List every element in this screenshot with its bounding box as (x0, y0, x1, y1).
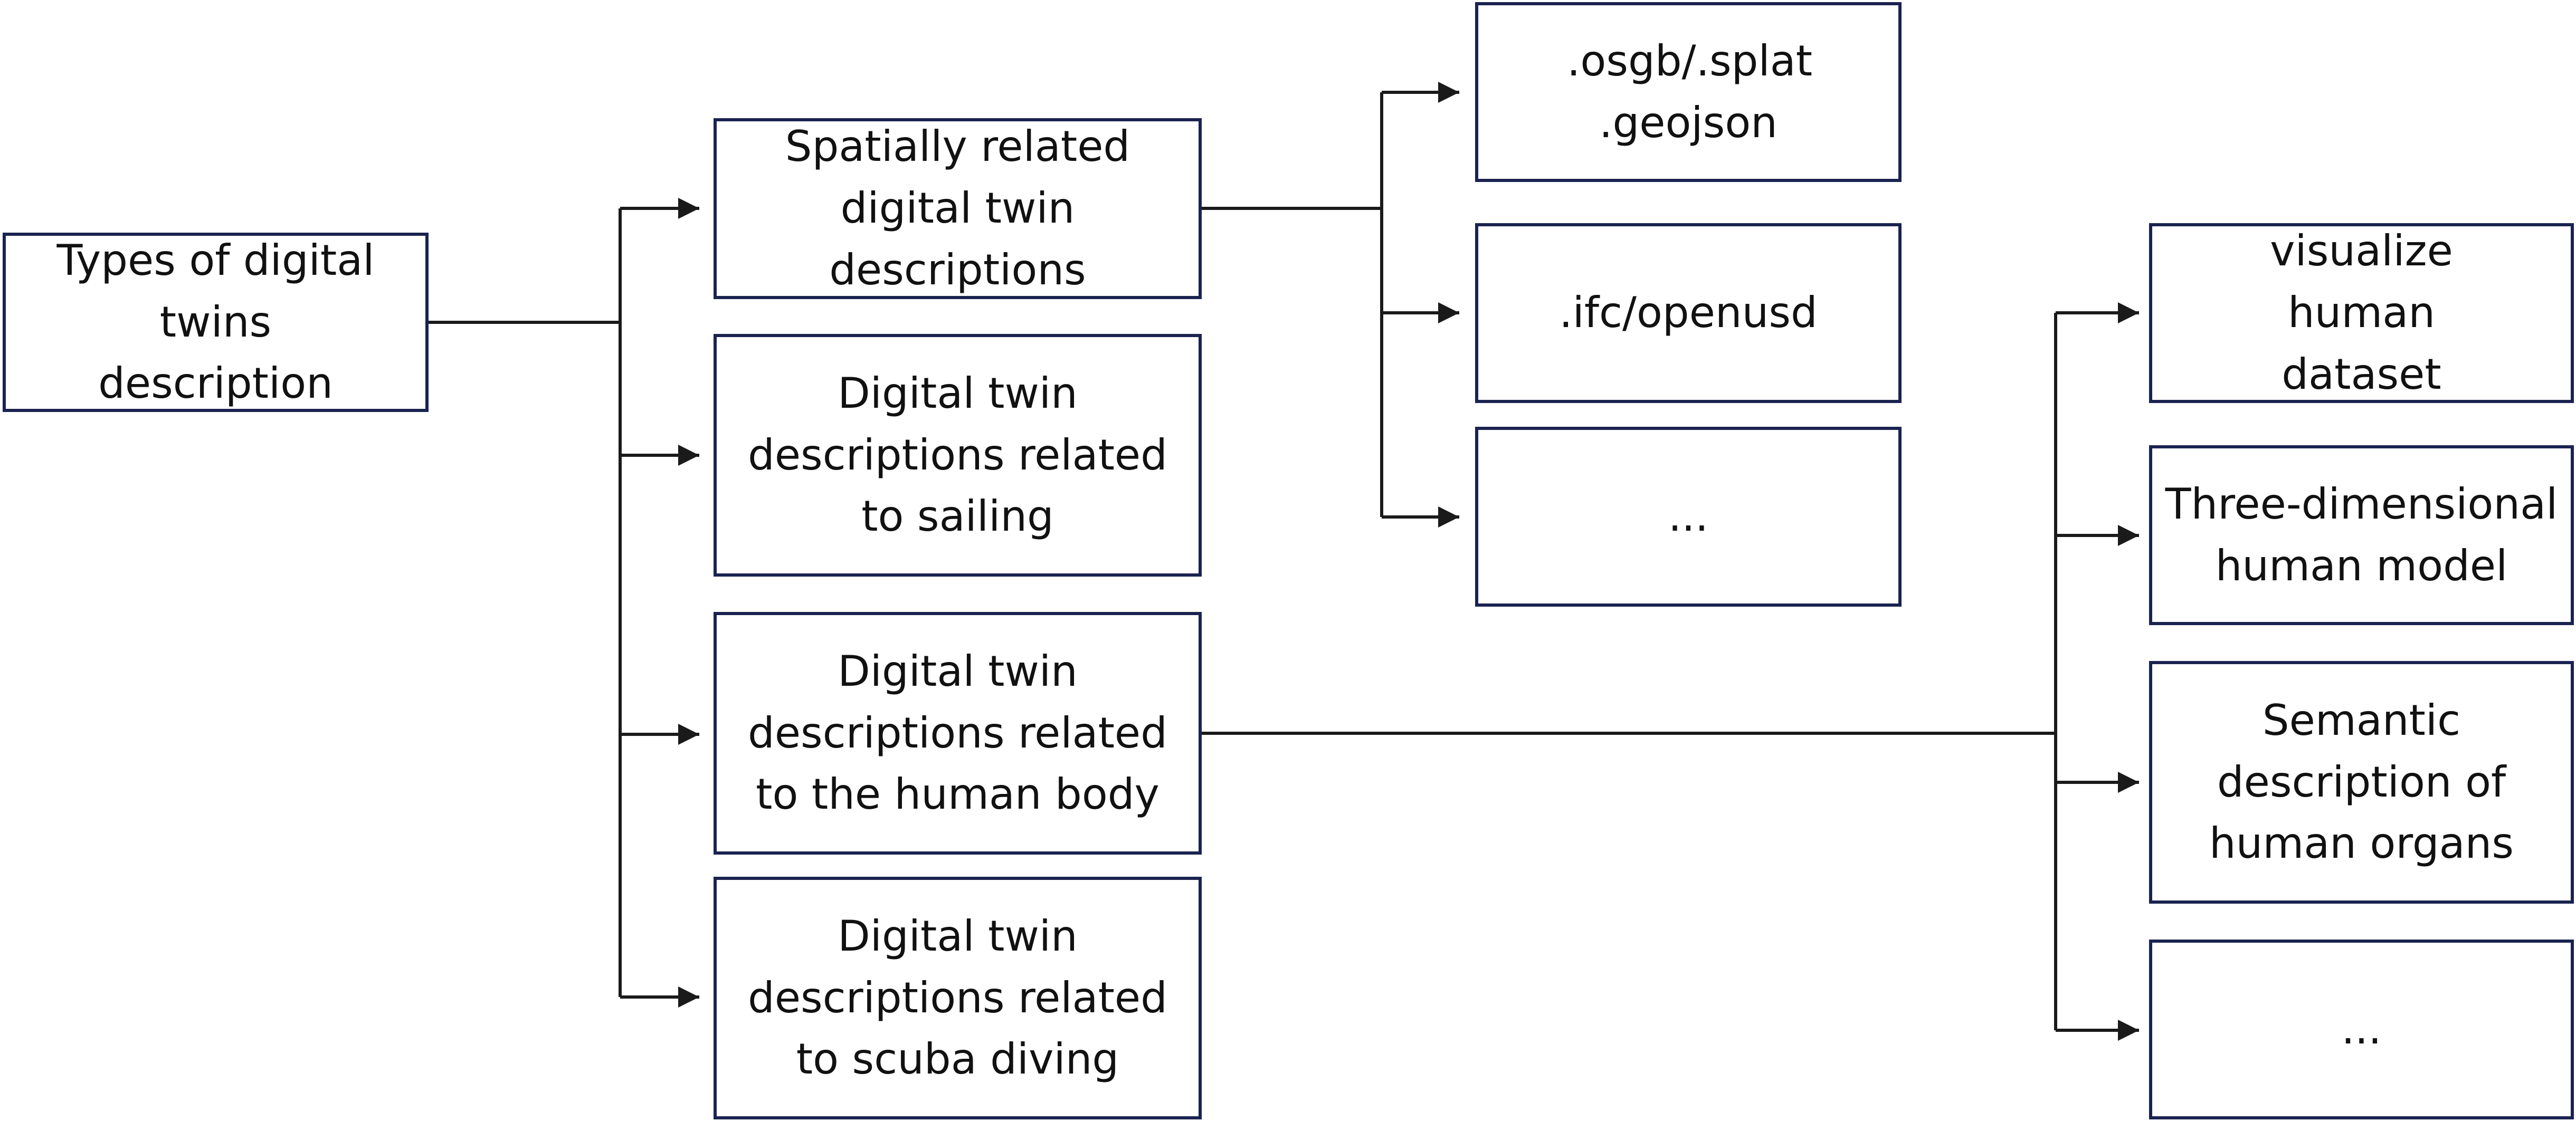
node-osgb-label: .osgb/.splat .geojson (1567, 36, 1813, 147)
root-node: Types of digital twins description (3, 233, 429, 412)
node-sailing-label: Digital twin descriptions related to sai… (748, 368, 1167, 541)
node-visualize: visualize human dataset (2149, 223, 2574, 403)
node-scuba-label: Digital twin descriptions related to scu… (748, 911, 1167, 1084)
node-human-more: ... (2149, 940, 2574, 1119)
node-visualize-label: visualize human dataset (2270, 226, 2453, 399)
node-scuba: Digital twin descriptions related to scu… (714, 877, 1202, 1119)
node-spatial-more: ... (1475, 427, 1902, 607)
node-human-more-label: ... (2341, 1004, 2382, 1054)
node-organs-label: Semantic description of human organs (2209, 695, 2514, 868)
node-organs: Semantic description of human organs (2149, 661, 2574, 904)
node-spatial-more-label: ... (1668, 492, 1709, 541)
node-sailing: Digital twin descriptions related to sai… (714, 334, 1202, 577)
root-node-label: Types of digital twins description (56, 235, 375, 408)
node-ifc: .ifc/openusd (1475, 223, 1902, 403)
node-human-body-label: Digital twin descriptions related to the… (748, 646, 1167, 819)
node-osgb: .osgb/.splat .geojson (1475, 2, 1902, 182)
node-spatial: Spatially related digital twin descripti… (714, 118, 1202, 299)
node-3d-model-label: Three-dimensional human model (2165, 479, 2558, 590)
node-spatial-label: Spatially related digital twin descripti… (785, 122, 1130, 294)
node-human-body: Digital twin descriptions related to the… (714, 612, 1202, 855)
node-ifc-label: .ifc/openusd (1559, 288, 1818, 338)
node-3d-model: Three-dimensional human model (2149, 445, 2574, 625)
